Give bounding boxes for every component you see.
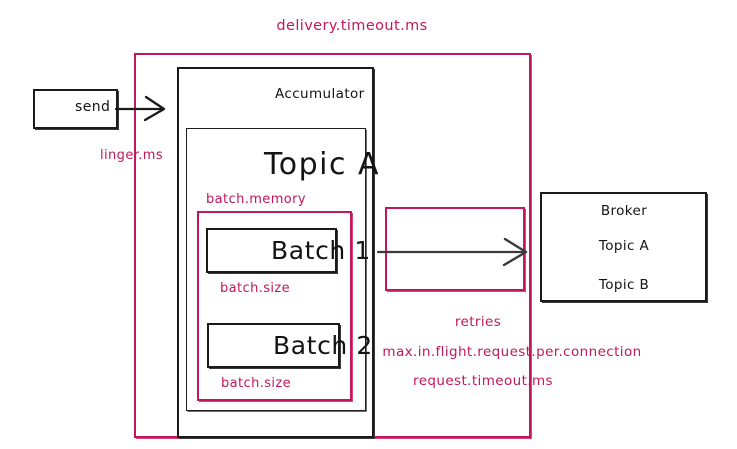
request-timeout-label: request.timeout.ms xyxy=(413,373,553,389)
max-in-flight-label: max.in.flight.request.per.connection xyxy=(382,344,642,360)
batch-1-size-label: batch.size xyxy=(220,281,291,296)
broker-title-label: Broker xyxy=(600,203,648,219)
accumulator-label: Accumulator xyxy=(275,86,365,102)
accumulator-box xyxy=(177,67,374,438)
broker-topic-b-label: Topic B xyxy=(598,277,650,293)
send-to-broker-arrow-icon xyxy=(376,237,528,267)
batch-1-label: Batch 1 xyxy=(271,236,371,265)
batch-2-size-label: batch.size xyxy=(221,376,292,391)
delivery-timeout-label: delivery.timeout.ms xyxy=(276,18,428,34)
broker-topic-a-label: Topic A xyxy=(598,238,650,254)
send-label: send xyxy=(75,99,111,115)
retries-label: retries xyxy=(454,314,502,330)
batch-2-box xyxy=(207,323,340,368)
batch-memory-boundary xyxy=(197,211,352,401)
broker-box xyxy=(540,192,707,302)
retries-boundary xyxy=(385,207,525,291)
batch-memory-label: batch.memory xyxy=(206,192,306,207)
batch-1-box xyxy=(206,228,337,273)
send-arrow-icon xyxy=(114,95,166,122)
topic-a-box xyxy=(186,128,366,411)
batch-2-label: Batch 2 xyxy=(273,331,373,360)
linger-ms-label: linger.ms xyxy=(100,148,164,163)
topic-a-label: Topic A xyxy=(264,147,381,182)
